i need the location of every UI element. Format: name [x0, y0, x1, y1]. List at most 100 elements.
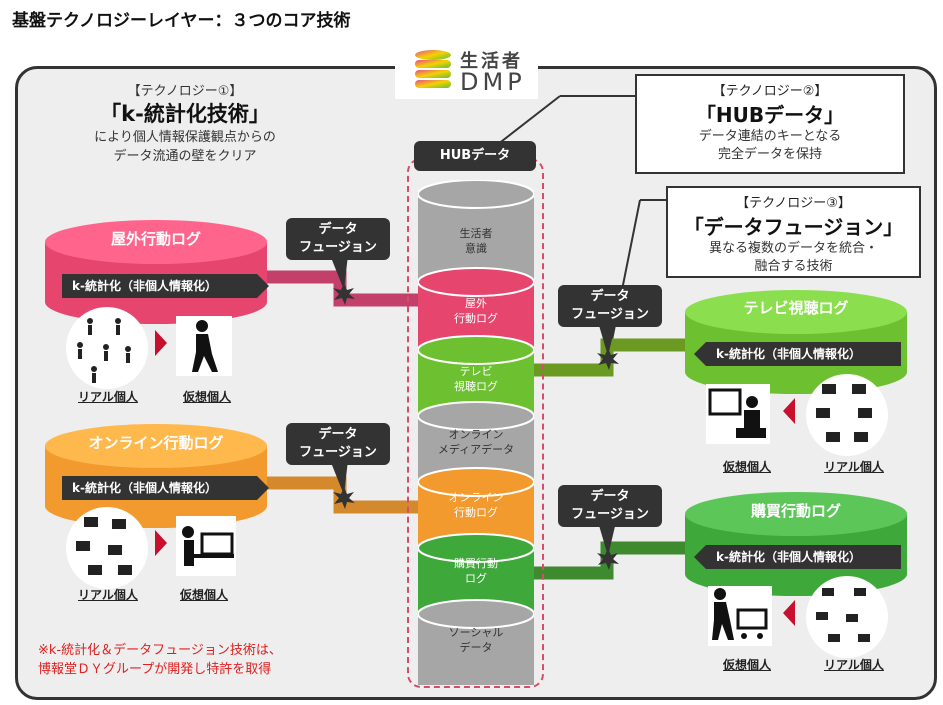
- segment-line2: 行動ログ: [454, 312, 498, 325]
- segment-line2: メディアデータ: [437, 443, 515, 456]
- segment-line2: 視聴ログ: [454, 380, 498, 393]
- kbar-arrowhead: [694, 342, 706, 366]
- fusion-label: データ フュージョン: [558, 485, 662, 527]
- kbar-arrowhead: [257, 274, 269, 298]
- hub-segment-label: オンライン 行動ログ: [418, 490, 534, 520]
- logo-text-bottom: DMP: [460, 68, 526, 96]
- hub-segment-rim: [418, 401, 534, 431]
- outdoor-virtual-box: [176, 316, 232, 376]
- tech2-desc-line1: データ連結のキーとなる: [698, 129, 842, 144]
- tv-title: テレビ視聴ログ: [743, 299, 849, 317]
- page-title: 基盤テクノロジーレイヤー：３つのコア技術: [12, 11, 351, 31]
- hub-segment-label: テレビ 視聴ログ: [418, 364, 534, 394]
- fusion-line1: データ: [318, 427, 358, 442]
- tech2-leader-diagonal: [492, 95, 561, 149]
- purchase-virtual-label: 仮想個人: [723, 658, 772, 672]
- fusion-pointer-3: [598, 322, 616, 356]
- walking-person-icon: [192, 320, 218, 372]
- online-title: オンライン行動ログ: [88, 434, 224, 452]
- online-real-label: リアル個人: [78, 588, 138, 602]
- hub-segment-rim: [418, 335, 534, 365]
- patent-note: ※k-統計化＆データフュージョン技術は、 博報堂ＤＹグループが開発し特許を取得: [38, 641, 282, 679]
- online-kbar: k-統計化（非個人情報化）: [62, 476, 257, 500]
- tech3-desc-line1: 異なる複数のデータを統合・: [708, 241, 878, 256]
- dmp-logo: [395, 43, 538, 99]
- tv-virtual-label: 仮想個人: [723, 460, 772, 474]
- tech1-description: により個人情報保護観点からの データ流通の壁をクリア: [60, 128, 310, 166]
- segment-line2: ログ: [465, 572, 487, 585]
- fusion-line2: フュージョン: [299, 445, 377, 460]
- tech1-tag: 【テクノロジー①】: [127, 84, 243, 99]
- burst-icon: [597, 348, 619, 370]
- hub-segment-label: オンライン メディアデータ: [418, 427, 534, 457]
- purchase-title: 購買行動ログ: [750, 502, 841, 520]
- fusion-label: データ フュージョン: [286, 218, 390, 260]
- fusion-line2: フュージョン: [571, 307, 649, 322]
- hub-segment-label: ソーシャル データ: [418, 625, 534, 655]
- fusion-pointer-4: [598, 522, 616, 556]
- hub-stack: [418, 180, 534, 685]
- segment-line1: オンライン: [448, 428, 504, 441]
- outdoor-kbar: k-統計化（非個人情報化）: [62, 274, 257, 298]
- note-line1: ※k-統計化＆データフュージョン技術は、: [38, 643, 282, 658]
- shopping-cart-icon: [816, 588, 870, 642]
- hub-labels: 生活者 意識 屋外 行動ログ テレビ 視聴ログ オンライン メディアデータ オン…: [418, 180, 534, 685]
- walking-person-icon: [77, 318, 131, 383]
- tv-real-circle: [806, 374, 888, 456]
- tv-viewer-icon: [816, 384, 872, 442]
- tech1-desc-line2: データ流通の壁をクリア: [113, 149, 257, 164]
- tech2-desc-line2: 完全データを保持: [717, 147, 822, 162]
- outdoor-real-circle: [66, 307, 148, 389]
- segment-line1: オンライン: [448, 491, 504, 504]
- tv-kbar: k-統計化（非個人情報化）: [706, 342, 901, 366]
- kbar-arrowhead: [257, 476, 269, 500]
- segment-line2: 意識: [465, 242, 487, 255]
- hub-label: HUBデータ: [414, 141, 536, 171]
- burst-icon: [333, 487, 355, 509]
- outdoor-title: 屋外行動ログ: [110, 230, 201, 248]
- triangle-arrow-icon: [783, 398, 795, 424]
- database-logo-icon: [415, 50, 451, 88]
- hub-segment-rim: [418, 467, 534, 497]
- kbar-arrowhead: [694, 545, 706, 569]
- hub-segment-label: 屋外 行動ログ: [418, 296, 534, 326]
- segment-line1: テレビ: [459, 365, 493, 378]
- computer-user-icon: [182, 526, 234, 566]
- outdoor-connector: [265, 270, 418, 307]
- tech3-tag: 【テクノロジー③】: [736, 196, 851, 211]
- tech3-desc-line2: 融合する技術: [754, 259, 833, 274]
- tv-viewer-icon: [708, 388, 766, 438]
- online-virtual-box: [176, 516, 236, 576]
- purchase-real-circle: [806, 576, 888, 658]
- fusion-label: データ フュージョン: [286, 423, 390, 465]
- triangle-arrow-icon: [155, 330, 167, 356]
- segment-line1: 生活者: [459, 227, 493, 240]
- online-real-circle: [66, 507, 148, 589]
- fusion-line1: データ: [590, 289, 630, 304]
- tech2-callout: 【テクノロジー②】 「HUBデータ」 データ連結のキーとなる 完全データを保持: [635, 74, 905, 174]
- hub-segment-label: 生活者 意識: [418, 226, 534, 256]
- note-line2: 博報堂ＤＹグループが開発し特許を取得: [38, 662, 272, 677]
- tech2-tag: 【テクノロジー②】: [712, 84, 828, 99]
- online-virtual-label: 仮想個人: [180, 588, 229, 602]
- tech2-name: 「HUBデータ」: [695, 103, 845, 127]
- hub-segment-rim: [418, 599, 534, 629]
- logo-text-top: 生活者: [460, 51, 523, 72]
- hub-segment-bottom: [418, 672, 534, 685]
- burst-icon: [597, 548, 619, 570]
- hub-segment-label: 購買行動 ログ: [418, 556, 534, 586]
- outdoor-virtual-label: 仮想個人: [183, 390, 232, 404]
- segment-line1: 屋外: [465, 297, 487, 310]
- triangle-arrow-icon: [783, 600, 795, 626]
- computer-user-icon: [76, 517, 132, 575]
- tech3-name: 「データフュージョン」: [683, 215, 904, 239]
- segment-line1: ソーシャル: [448, 626, 504, 639]
- shopping-cart-icon: [712, 588, 768, 640]
- purchase-real-label: リアル個人: [824, 658, 884, 672]
- fusion-line1: データ: [590, 489, 630, 504]
- hub-segment-rim: [418, 267, 534, 297]
- tech1-desc-line1: により個人情報保護観点からの: [94, 130, 276, 145]
- fusion-pointer-1: [330, 255, 348, 290]
